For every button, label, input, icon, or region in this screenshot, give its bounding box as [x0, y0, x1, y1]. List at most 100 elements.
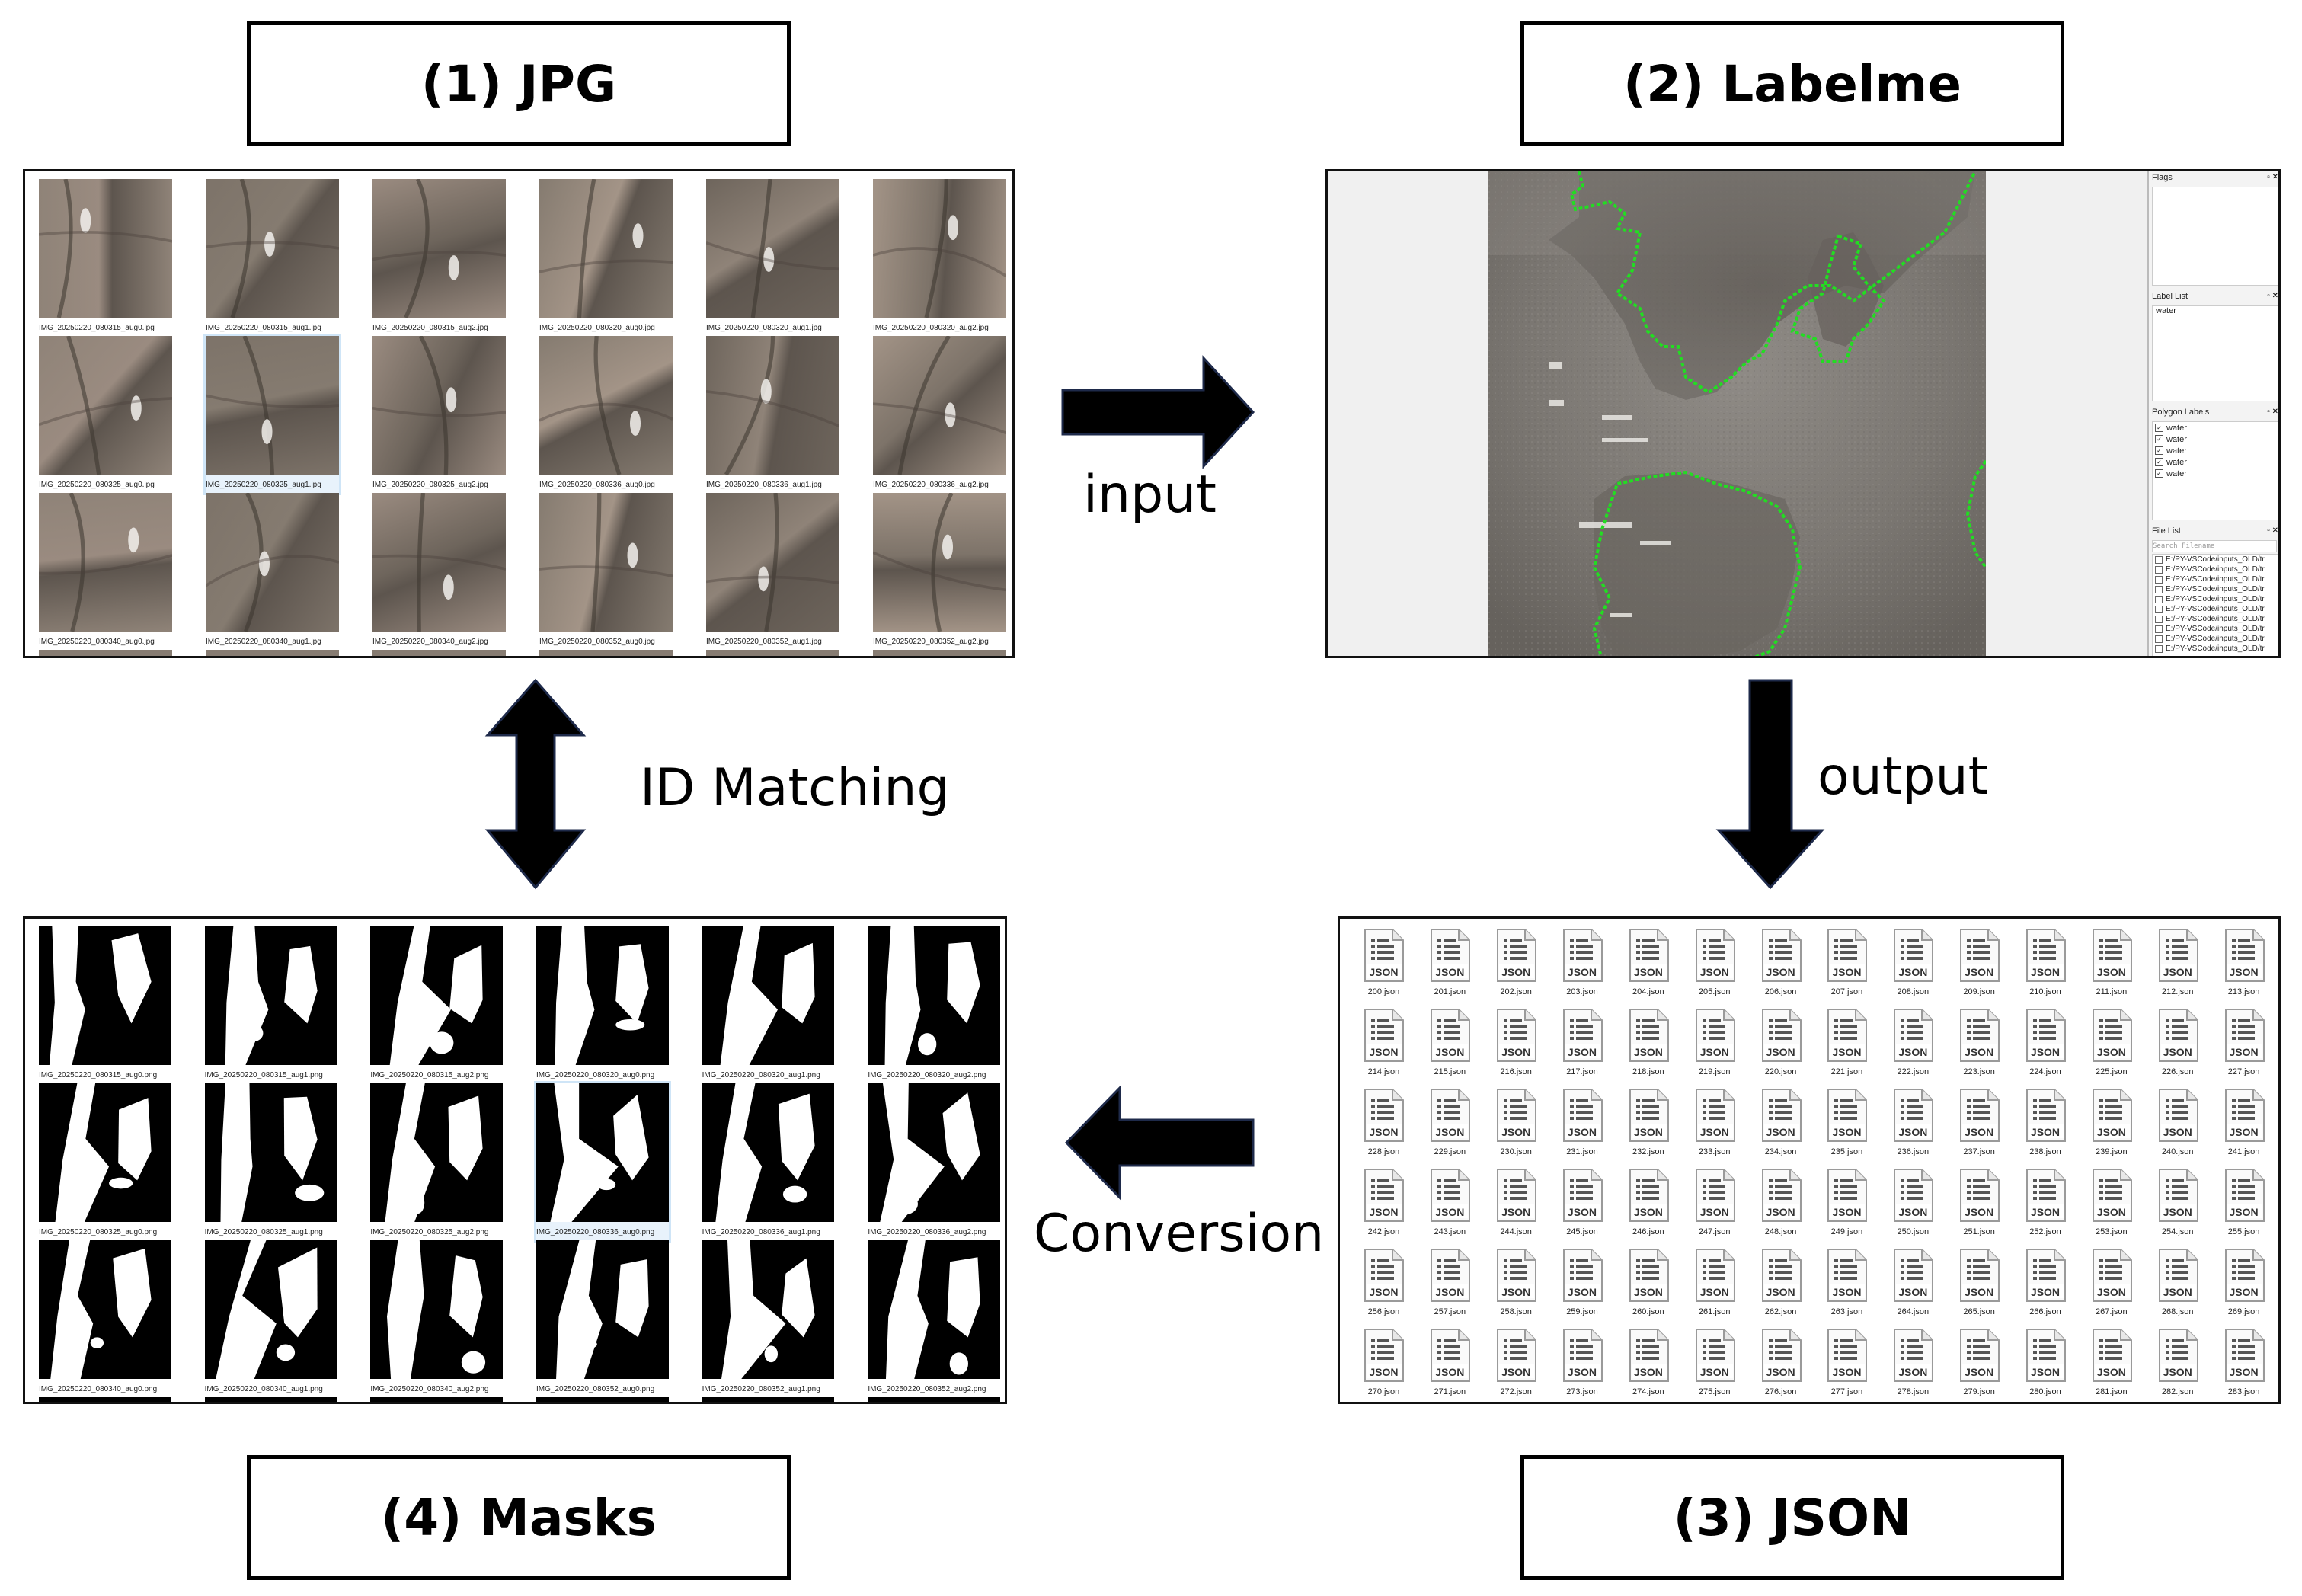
dock-controls-icon[interactable]: ▫ ✕ [2267, 408, 2278, 416]
file-list-row[interactable]: E:/PY-VSCode/inputs_OLD/tr [2153, 574, 2278, 584]
file-list-row[interactable]: E:/PY-VSCode/inputs_OLD/tr [2153, 604, 2278, 614]
checkbox-icon[interactable] [2155, 565, 2163, 574]
jpg-thumbnail[interactable]: IMG_20250220_080352_aug1.jpg [706, 493, 839, 650]
json-file-item[interactable]: JSON 250.json [1880, 1165, 1946, 1245]
json-file-item[interactable]: JSON 211.json [2078, 925, 2144, 1005]
jpg-thumbnail[interactable]: IMG_20250220_080336_aug0.jpg [539, 336, 673, 493]
json-file-item[interactable]: JSON 279.json [1946, 1325, 2013, 1402]
json-file-item[interactable]: JSON 253.json [2078, 1165, 2144, 1245]
json-file-item[interactable]: JSON 208.json [1880, 925, 1946, 1005]
json-file-item[interactable]: JSON 226.json [2144, 1005, 2211, 1085]
mask-thumbnail[interactable]: IMG_20250220_080340_aug0.png [39, 1240, 171, 1397]
checkbox-checked-icon[interactable]: ✓ [2155, 458, 2163, 466]
json-file-item[interactable]: JSON 207.json [1814, 925, 1880, 1005]
polygon-label-row[interactable]: ✓water [2153, 433, 2278, 445]
json-file-item[interactable]: JSON 221.json [1814, 1005, 1880, 1085]
file-list-row[interactable]: E:/PY-VSCode/inputs_OLD/tr [2153, 555, 2278, 565]
json-file-item[interactable]: JSON 266.json [2013, 1245, 2079, 1325]
checkbox-icon[interactable] [2155, 575, 2163, 584]
mask-thumbnail[interactable]: IMG_20250220_080336_aug1.png [702, 1083, 835, 1240]
jpg-thumbnail[interactable]: IMG_20250220_080315_aug1.jpg [206, 179, 339, 336]
json-file-item[interactable]: JSON 283.json [2211, 1325, 2277, 1402]
json-file-item[interactable]: JSON 248.json [1747, 1165, 1814, 1245]
json-file-item[interactable]: JSON 242.json [1351, 1165, 1417, 1245]
json-file-item[interactable]: JSON 218.json [1615, 1005, 1681, 1085]
mask-thumbnail[interactable]: IMG_20250220_080315_aug1.png [204, 926, 337, 1083]
checkbox-icon[interactable] [2155, 605, 2163, 613]
json-file-item[interactable]: JSON 236.json [1880, 1085, 1946, 1165]
json-file-item[interactable]: JSON 213.json [2211, 925, 2277, 1005]
json-file-item[interactable]: JSON 237.json [1946, 1085, 2013, 1165]
json-file-item[interactable]: JSON 263.json [1814, 1245, 1880, 1325]
mask-thumbnail[interactable]: IMG_20250220_080325_aug2.png [370, 1083, 503, 1240]
mask-thumbnail[interactable]: IMG_20250220_080340_aug1.png [204, 1240, 337, 1397]
json-file-item[interactable]: JSON 245.json [1549, 1165, 1616, 1245]
json-file-item[interactable]: JSON 282.json [2144, 1325, 2211, 1402]
json-file-item[interactable]: JSON 274.json [1615, 1325, 1681, 1402]
jpg-thumbnail[interactable]: IMG_20250220_080315_aug2.jpg [372, 179, 506, 336]
dock-controls-icon[interactable]: ▫ ✕ [2267, 526, 2278, 535]
json-file-item[interactable]: JSON 222.json [1880, 1005, 1946, 1085]
json-file-item[interactable]: JSON 228.json [1351, 1085, 1417, 1165]
json-file-item[interactable]: JSON 238.json [2013, 1085, 2079, 1165]
checkbox-checked-icon[interactable]: ✓ [2155, 435, 2163, 443]
jpg-thumbnail[interactable]: IMG_20250220_080320_aug1.jpg [706, 179, 839, 336]
jpg-thumbnail[interactable]: IMG_20250220_080320_aug0.jpg [539, 179, 673, 336]
flags-list[interactable] [2152, 187, 2278, 286]
file-list-row[interactable]: E:/PY-VSCode/inputs_OLD/tr [2153, 644, 2278, 654]
json-file-item[interactable]: JSON 251.json [1946, 1165, 2013, 1245]
checkbox-icon[interactable] [2155, 555, 2163, 564]
jpg-thumbnail[interactable]: IMG_20250220_080315_aug0.jpg [39, 179, 172, 336]
json-file-item[interactable]: JSON 202.json [1483, 925, 1549, 1005]
json-file-item[interactable]: JSON 206.json [1747, 925, 1814, 1005]
jpg-thumbnail[interactable]: IMG_20250220_080352_aug0.jpg [539, 493, 673, 650]
polygon-label-row[interactable]: ✓water [2153, 422, 2278, 433]
json-file-item[interactable]: JSON 247.json [1681, 1165, 1747, 1245]
file-list-row[interactable]: E:/PY-VSCode/inputs_OLD/tr [2153, 594, 2278, 604]
checkbox-icon[interactable] [2155, 635, 2163, 643]
json-file-item[interactable]: JSON 277.json [1814, 1325, 1880, 1402]
mask-thumbnail[interactable]: IMG_20250220_080352_aug2.png [868, 1240, 1000, 1397]
mask-thumbnail[interactable]: IMG_20250220_080340_aug2.png [370, 1240, 503, 1397]
json-file-item[interactable]: JSON 215.json [1417, 1005, 1483, 1085]
json-file-item[interactable]: JSON 241.json [2211, 1085, 2277, 1165]
json-file-item[interactable]: JSON 269.json [2211, 1245, 2277, 1325]
polygon-label-row[interactable]: ✓water [2153, 468, 2278, 479]
mask-thumbnail[interactable]: IMG_20250220_080325_aug0.png [39, 1083, 171, 1240]
json-file-item[interactable]: JSON 223.json [1946, 1005, 2013, 1085]
file-list-row[interactable]: E:/PY-VSCode/inputs_OLD/tr [2153, 614, 2278, 624]
checkbox-icon[interactable] [2155, 625, 2163, 633]
json-file-item[interactable]: JSON 268.json [2144, 1245, 2211, 1325]
checkbox-checked-icon[interactable]: ✓ [2155, 446, 2163, 455]
json-file-item[interactable]: JSON 209.json [1946, 925, 2013, 1005]
checkbox-checked-icon[interactable]: ✓ [2155, 469, 2163, 478]
json-file-item[interactable]: JSON 235.json [1814, 1085, 1880, 1165]
json-file-item[interactable]: JSON 220.json [1747, 1005, 1814, 1085]
file-search-input[interactable]: Search Filename [2152, 540, 2277, 552]
checkbox-checked-icon[interactable]: ✓ [2155, 424, 2163, 432]
json-file-item[interactable]: JSON 261.json [1681, 1245, 1747, 1325]
json-file-item[interactable]: JSON 257.json [1417, 1245, 1483, 1325]
json-file-item[interactable]: JSON 246.json [1615, 1165, 1681, 1245]
polygon-labels-list[interactable]: ✓water✓water✓water✓water✓water [2152, 421, 2278, 520]
json-file-item[interactable]: JSON 259.json [1549, 1245, 1616, 1325]
mask-thumbnail[interactable]: IMG_20250220_080315_aug2.png [370, 926, 503, 1083]
json-file-item[interactable]: JSON 233.json [1681, 1085, 1747, 1165]
json-file-item[interactable]: JSON 204.json [1615, 925, 1681, 1005]
json-file-item[interactable]: JSON 276.json [1747, 1325, 1814, 1402]
checkbox-icon[interactable] [2155, 585, 2163, 593]
checkbox-icon[interactable] [2155, 595, 2163, 603]
json-file-item[interactable]: JSON 273.json [1549, 1325, 1616, 1402]
mask-thumbnail[interactable]: IMG_20250220_080352_aug1.png [702, 1240, 835, 1397]
json-file-item[interactable]: JSON 258.json [1483, 1245, 1549, 1325]
json-file-item[interactable]: JSON 272.json [1483, 1325, 1549, 1402]
mask-thumbnail[interactable]: IMG_20250220_080352_aug0.png [536, 1240, 669, 1397]
json-file-item[interactable]: JSON 270.json [1351, 1325, 1417, 1402]
dock-controls-icon[interactable]: ▫ ✕ [2267, 173, 2278, 181]
json-file-item[interactable]: JSON 281.json [2078, 1325, 2144, 1402]
json-file-item[interactable]: JSON 216.json [1483, 1005, 1549, 1085]
mask-thumbnail[interactable]: IMG_20250220_080320_aug0.png [536, 926, 669, 1083]
json-file-item[interactable]: JSON 232.json [1615, 1085, 1681, 1165]
json-file-item[interactable]: JSON 264.json [1880, 1245, 1946, 1325]
